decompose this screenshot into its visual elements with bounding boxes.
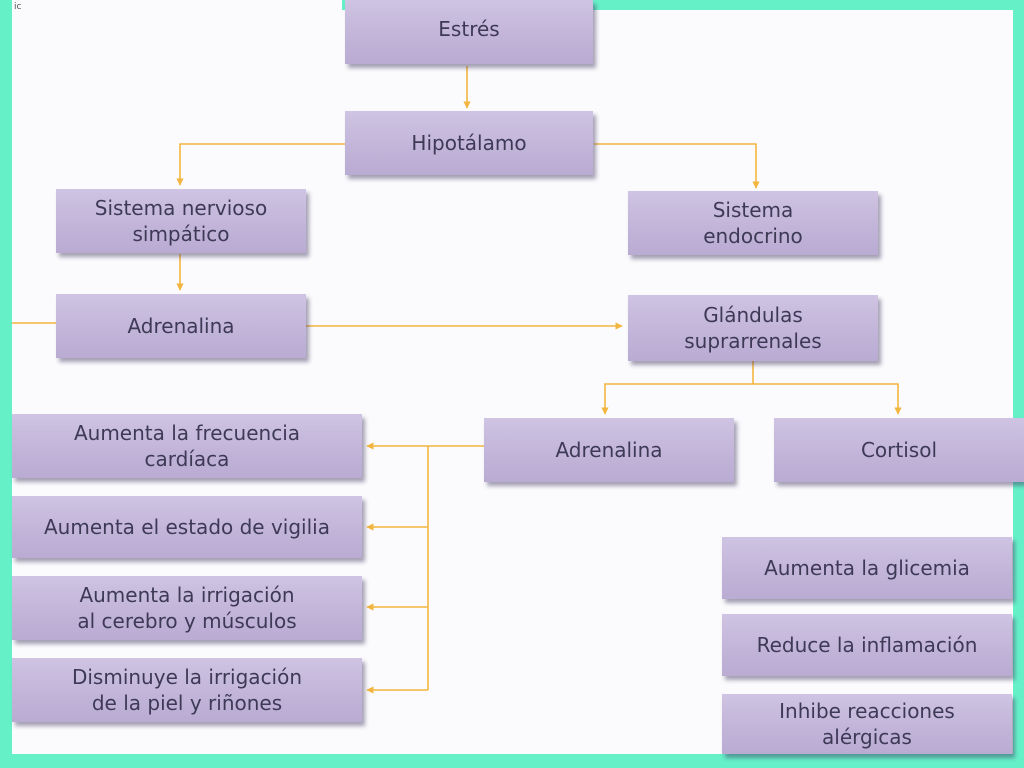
- node-efecto-vigilia: Aumenta el estado de vigilia: [12, 496, 362, 558]
- node-cortisol: Cortisol: [774, 418, 1024, 482]
- arrow-glandulas-split: [601, 361, 754, 415]
- node-estres: Estrés: [345, 0, 593, 64]
- node-glandulas: Glándulas suprarrenales: [628, 295, 878, 361]
- node-efecto-alergicas: Inhibe reacciones alérgicas: [722, 694, 1012, 754]
- node-adrenalina-left: Adrenalina: [56, 294, 306, 358]
- node-efecto-disminuye: Disminuye la irrigación de la piel y riñ…: [12, 658, 362, 722]
- node-efecto-inflamacion: Reduce la inflamación: [722, 614, 1012, 676]
- arrow-hipotalamo-endocrino: [594, 143, 760, 189]
- node-efecto-glicemia: Aumenta la glicemia: [722, 537, 1012, 599]
- arrow-hipotalamo-nervioso: [176, 143, 345, 186]
- node-efecto-frecuencia: Aumenta la frecuencia cardíaca: [12, 414, 362, 478]
- paper-top-patch: [12, 0, 342, 12]
- node-adrenalina-right: Adrenalina: [484, 418, 734, 482]
- node-sistema-nervioso: Sistema nervioso simpático: [56, 189, 306, 253]
- node-hipotalamo: Hipotálamo: [345, 111, 593, 175]
- node-sistema-endocrino: Sistema endocrino: [628, 191, 878, 255]
- arrow-glandulas-cortisol: [753, 383, 902, 415]
- corner-text: ic: [14, 2, 22, 12]
- node-efecto-irrigacion: Aumenta la irrigación al cerebro y múscu…: [12, 576, 362, 640]
- line-adrenalina-effects: [427, 445, 484, 690]
